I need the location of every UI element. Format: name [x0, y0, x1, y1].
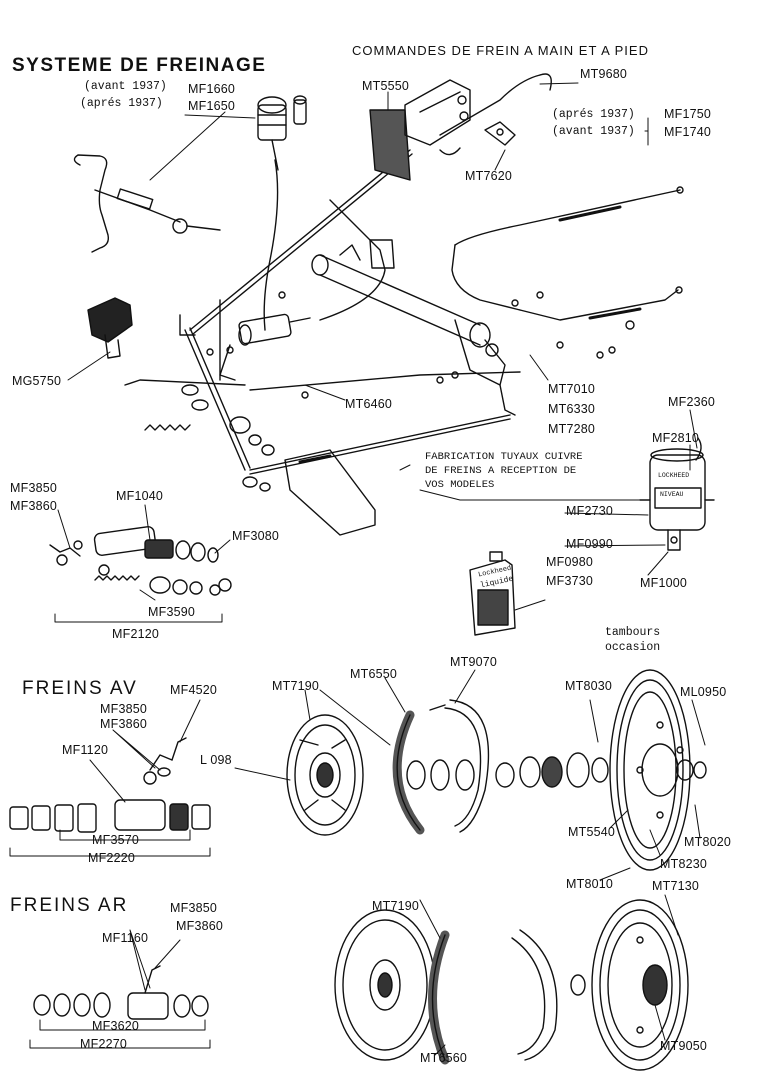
part-mf1040: MF1040 [116, 489, 164, 503]
return-spring-illustration [144, 384, 275, 492]
brake-fluid-bottle-illustration [469, 551, 516, 636]
part-mt6560: MT6560 [420, 1051, 468, 1065]
part-l098: L 098 [200, 753, 232, 767]
part-mt6330: MT6330 [548, 402, 596, 416]
note-fabrication-3: VOS MODELES [425, 479, 495, 491]
part-mt7280: MT7280 [548, 422, 596, 436]
front-brake-drum-illustration [609, 669, 707, 871]
part-mf2360: MF2360 [668, 395, 716, 409]
rear-brake-shoes-illustration [428, 929, 586, 1065]
leader-lines [9, 82, 706, 1056]
part-mt7130: MT7130 [652, 879, 700, 893]
brake-light-switch-illustration [257, 95, 307, 331]
pedal-cross-shaft-illustration [311, 239, 516, 416]
part-mf3860-front: MF3860 [100, 717, 148, 731]
brake-rods-illustration [184, 73, 552, 475]
part-mt8020: MT8020 [684, 835, 732, 849]
note-avant-1937-a: (avant 1937) [84, 80, 167, 93]
part-mf2810: MF2810 [652, 431, 700, 445]
fasteners-illustration [206, 291, 635, 399]
front-bearing-rings-illustration [406, 752, 609, 791]
rear-backing-plate-illustration [334, 909, 436, 1061]
stoplight-switch-illustration [87, 297, 133, 359]
part-mf1660: MF1660 [188, 82, 236, 96]
note-tambours: tambours [605, 626, 661, 639]
front-brake-shoes-illustration [392, 699, 490, 835]
part-mt9680: MT9680 [580, 67, 628, 81]
part-mt7190-front: MT7190 [272, 679, 320, 693]
part-mf3850-master: MF3850 [10, 481, 58, 495]
note-apres-1937-a: (aprés 1937) [80, 97, 163, 110]
part-mt9050: MT9050 [660, 1039, 708, 1053]
note-occasion: occasion [605, 641, 661, 654]
part-mg5750: MG5750 [12, 374, 62, 388]
note-fabrication-1: FABRICATION TUYAUX CUIVRE [425, 451, 583, 463]
part-mf2120: MF2120 [112, 627, 160, 641]
part-mt7190-rear: MT7190 [372, 899, 420, 913]
part-mf1740: MF1740 [664, 125, 712, 139]
part-mt5540: MT5540 [568, 825, 616, 839]
part-mf0980: MF0980 [546, 555, 594, 569]
note-avant-1937-b: (avant 1937) [552, 125, 635, 138]
note-fabrication-2: DE FREINS A RECEPTION DE [425, 465, 577, 477]
handbrake-cables-illustration [451, 186, 684, 321]
rear-wheel-cylinder-exploded-illustration [33, 965, 209, 1020]
part-mt9070: MT9070 [450, 655, 498, 669]
part-mf2220: MF2220 [88, 851, 136, 865]
part-mt6550: MT6550 [350, 667, 398, 681]
part-ml0950: ML0950 [680, 685, 727, 699]
front-brake-pipe-illustration [73, 154, 221, 253]
front-wheel-cylinder-exploded-illustration [9, 737, 211, 833]
part-mf2730: MF2730 [566, 504, 614, 518]
part-mf3590: MF3590 [148, 605, 196, 619]
rear-brake-drum-illustration [591, 899, 689, 1071]
part-mf3080: MF3080 [232, 529, 280, 543]
part-mf3850-rear: MF3850 [170, 901, 218, 915]
part-mf1000: MF1000 [640, 576, 688, 590]
hydraulic-lines-illustration [124, 299, 521, 391]
part-mf3730: MF3730 [546, 574, 594, 588]
part-mf3620: MF3620 [92, 1019, 140, 1033]
part-mf3570: MF3570 [92, 833, 140, 847]
part-mt7010: MT7010 [548, 382, 596, 396]
fluid-reservoir-illustration [639, 437, 715, 551]
reservoir-brand-label: LOCKHEED [658, 472, 690, 479]
part-mt6460: MT6460 [345, 397, 393, 411]
part-mf3850-front: MF3850 [100, 702, 148, 716]
part-mf1750: MF1750 [664, 107, 712, 121]
part-mt8030: MT8030 [565, 679, 613, 693]
part-mf2270: MF2270 [80, 1037, 128, 1051]
part-mf0990: MF0990 [566, 537, 614, 551]
handbrake-lever-illustration [369, 79, 516, 181]
pedal-bracket-illustration [284, 449, 376, 536]
part-mf1650: MF1650 [188, 99, 236, 113]
main-title: SYSTEME DE FREINAGE [12, 55, 267, 76]
part-mf4520: MF4520 [170, 683, 218, 697]
master-cylinder-exploded-illustration [49, 526, 232, 596]
part-mf1160: MF1160 [102, 931, 149, 945]
part-mt5550: MT5550 [362, 79, 410, 93]
part-mt8230: MT8230 [660, 857, 708, 871]
reservoir-level-label: NIVEAU [660, 491, 684, 498]
note-apres-1937-b: (aprés 1937) [552, 108, 635, 121]
commandes-title: COMMANDES DE FREIN A MAIN ET A PIED [352, 43, 649, 58]
front-backing-plate-illustration [286, 714, 364, 836]
freins-ar-title: FREINS AR [10, 895, 129, 916]
part-mf3860-master: MF3860 [10, 499, 58, 513]
part-mt7620: MT7620 [465, 169, 513, 183]
part-mt8010: MT8010 [566, 877, 614, 891]
part-mf1120: MF1120 [62, 743, 109, 757]
freins-av-title: FREINS AV [22, 678, 138, 699]
part-mf3860-rear: MF3860 [176, 919, 224, 933]
